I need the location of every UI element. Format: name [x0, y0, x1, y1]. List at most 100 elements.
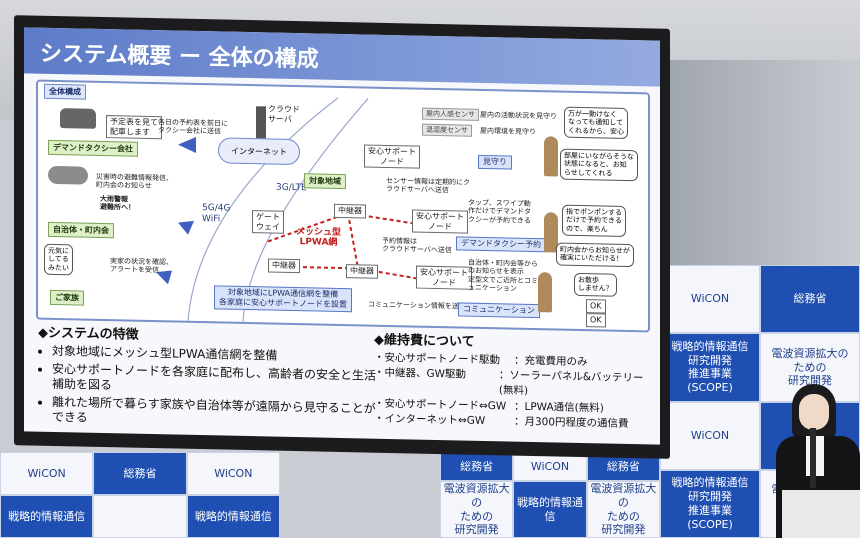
elder-worry-bubble: 万が一動けなく なっても通知して くれるから、安心 — [564, 106, 628, 140]
radio-text: 電波資源拡大の ための 研究開発 — [771, 346, 849, 388]
ok-option: OK — [586, 313, 606, 328]
program-partial-text: 戦略的情報通信 — [8, 509, 86, 523]
demand-booking-label: デマンドタクシー予約 — [456, 236, 546, 253]
backdrop-cell: 総務省 — [93, 452, 187, 495]
schedule-note: 各日の予約表を前日に タクシー会社に送信 — [158, 118, 228, 136]
maintenance-cost: ：充電費用のみ — [514, 354, 588, 369]
backdrop-cell: WiCON — [0, 452, 94, 495]
target-area-label: 対象地域 — [304, 173, 346, 190]
network-5g-label: 5G/4G WiFi — [202, 203, 231, 225]
internet-label: インターネット — [231, 146, 287, 157]
program-text: 戦略的情報通信 研究開発 推進事業 (SCOPE) — [671, 339, 749, 395]
maintenance-item: ・中継器、GW駆動 — [374, 366, 467, 381]
municipality-label: 自治体・町内会 — [48, 221, 114, 239]
backdrop-cell: 戦略的情報通信 — [186, 495, 280, 538]
radio-text: 電波資源拡大の ための 研究開発 — [443, 482, 510, 537]
podium — [782, 490, 860, 538]
slide: システム概要 ー 全体の構成 全体構成 予定表を見て 配車します デマンドタクシ… — [24, 27, 660, 445]
relay-box-2: 中継器 — [268, 258, 300, 273]
cloud-server-label: クラウド サーバ — [268, 104, 300, 124]
backdrop-cell: 総務省 — [760, 265, 860, 334]
tap-note: タップ、スワイプ動 作だけでデマンドタ クシーが予約できる — [468, 198, 531, 225]
feature-item: 安心サポートノードを各家庭に配布し、高齢者の安全と生活補助を図る — [52, 362, 378, 400]
support-node-2: 安心サポート ノード — [412, 209, 468, 234]
diagram-label: 全体構成 — [44, 83, 86, 100]
indoor-watch-note: 屋内の活動状況を見守り — [480, 110, 557, 121]
program-text: 戦略的情報通信 研究開発 推進事業 (SCOPE) — [671, 476, 749, 531]
cloud-alert-icon — [48, 165, 88, 185]
maintenance-item: ・インターネット⇔GW — [374, 412, 486, 427]
wicon-logo: WiCON — [690, 292, 730, 306]
disaster-note: 災害時の避難情報発信、 町内会のお知らせ — [96, 172, 173, 191]
family-label: ご家族 — [50, 289, 84, 306]
indoor-sensor-tag: 屋内人感センサ — [422, 107, 479, 121]
gateway-box: ゲート ウェイ — [252, 210, 284, 234]
wicon-logo: WiCON — [530, 459, 570, 473]
backdrop-cell: 戦略的情報通信 研究開発 推進事業 (SCOPE) — [660, 333, 760, 402]
support-node-1: 安心サポート ノード — [364, 144, 420, 169]
maintenance-heading: ◆維持費について — [374, 332, 475, 350]
sensor-note: センサー情報は定期的にク ラウドサーバへ送信 — [386, 176, 470, 195]
relay-box-3: 中継器 — [346, 264, 378, 279]
presenter-face — [799, 394, 829, 430]
elder-person-icon — [544, 136, 558, 177]
backdrop-cell: 戦略的情報通信 研究開発 推進事業 (SCOPE) — [660, 469, 760, 538]
elder-status-bubble: 部屋にいながらそうな 状態になると、お知 らせしてくれる — [560, 148, 638, 182]
system-diagram: 全体構成 予定表を見て 配車します デマンドタクシー会社 各日の予約表を前日に … — [36, 79, 650, 333]
maintenance-cost: ：月300円程度の通信費 — [514, 415, 629, 430]
support-node-3: 安心サポート ノード — [416, 265, 472, 290]
reservation-note: 予約情報は クラウドサーバへ送信 — [382, 236, 452, 255]
backdrop-cell — [93, 495, 187, 538]
heavy-rain-note: 大雨警報 避難所へ！ — [100, 194, 135, 213]
radio-text: 電波資源拡大の ための 研究開発 — [590, 482, 657, 537]
maintenance-section: ◆維持費について ・安心サポートノード駆動：充電費用のみ ・中継器、GW駆動：ソ… — [374, 329, 654, 433]
features-list: 対象地域にメッシュ型LPWA通信網を整備 安心サポートノードを各家庭に配布し、高… — [38, 344, 378, 433]
local-news-note: 自治体・町内会等から のお知らせを表示 定型文でご近所とコミ ュニケーション — [468, 258, 538, 293]
program-partial-text: 戦略的情報通信 — [194, 509, 272, 523]
family-note: 実家の状況を確認、 アラートを受信 — [110, 257, 173, 275]
wicon-logo: WiCON — [27, 466, 66, 480]
backdrop-cell: WiCON — [186, 452, 280, 495]
backdrop-cell: 電波資源拡大の ための 研究開発 — [586, 481, 660, 538]
ministry-logo: 総務省 — [606, 459, 640, 473]
ministry-logo: 総務省 — [793, 292, 827, 306]
taxi-icon — [60, 108, 96, 129]
ok-option: OK — [586, 299, 606, 314]
backdrop-right: WiCON 総務省 戦略的情報通信 研究開発 推進事業 (SCOPE) 電波資源… — [660, 265, 860, 538]
backdrop-cell: 戦略的情報通信 — [0, 495, 94, 538]
network-3g-label: 3G/LTE — [276, 182, 307, 194]
ok-bubble: お散歩 しません？ — [574, 272, 617, 297]
wicon-logo: WiCON — [214, 466, 253, 480]
relay-box-1: 中継器 — [334, 203, 366, 219]
slide-title: システム概要 ー 全体の構成 — [40, 41, 319, 73]
elder-person-icon — [538, 272, 552, 313]
slide-title-bar: システム概要 ー 全体の構成 — [24, 27, 660, 87]
backdrop-cell: 戦略的情報通信 — [513, 481, 587, 538]
taxi-note: 予定表を見て 配車します — [106, 115, 162, 140]
backdrop-cell: WiCON — [660, 265, 760, 334]
elder-taxi-bubble: 指でポンポンする だけで予約できる ので、楽ちん — [562, 204, 626, 238]
indoor-env-note: 屋内環境を見守り — [480, 126, 536, 137]
elder-info-bubble: 町内会からお知らせが 確実にいただける！ — [556, 242, 634, 267]
backdrop-cell: 電波資源拡大の ための 研究開発 — [440, 481, 514, 538]
presenter — [776, 384, 860, 538]
feature-item: 離れた場所で暮らす家族や自治体等が遠隔から見守ることができる — [52, 395, 378, 433]
wicon-logo: WiCON — [690, 428, 730, 442]
backdrop-bottom-left: WiCON 総務省 WiCON 戦略的情報通信 戦略的情報通信 — [0, 452, 280, 538]
backdrop-bottom-middle: 総務省 WiCON 総務省 電波資源拡大の ための 研究開発 戦略的情報通信 電… — [440, 452, 660, 538]
backdrop-cell: WiCON — [660, 401, 760, 470]
watch-label: 見守り — [478, 154, 512, 170]
taxi-company-label: デマンドタクシー会社 — [48, 139, 138, 157]
maintenance-cost: ：ソーラーパネル&バッテリー(無料) — [498, 369, 644, 398]
ministry-logo: 総務省 — [460, 459, 494, 473]
ministry-logo: 総務省 — [123, 466, 157, 480]
projection-screen-frame: システム概要 ー 全体の構成 全体構成 予定表を見て 配車します デマンドタクシ… — [14, 15, 670, 459]
internet-cloud: インターネット — [218, 137, 300, 166]
communication-label: コミュニケーション — [458, 302, 540, 319]
mesh-lpwa-label: メッシュ型 LPWA網 — [296, 227, 342, 249]
temp-sensor-tag: 温湿度センサ — [422, 123, 472, 137]
microphone-icon — [810, 428, 816, 488]
genki-bubble: 元気に してる みたい — [44, 243, 73, 276]
backdrop-cell: 総務省 — [440, 452, 514, 481]
features-section: ◆システムの特徴 対象地域にメッシュ型LPWA通信網を整備 安心サポートノードを… — [38, 322, 378, 435]
